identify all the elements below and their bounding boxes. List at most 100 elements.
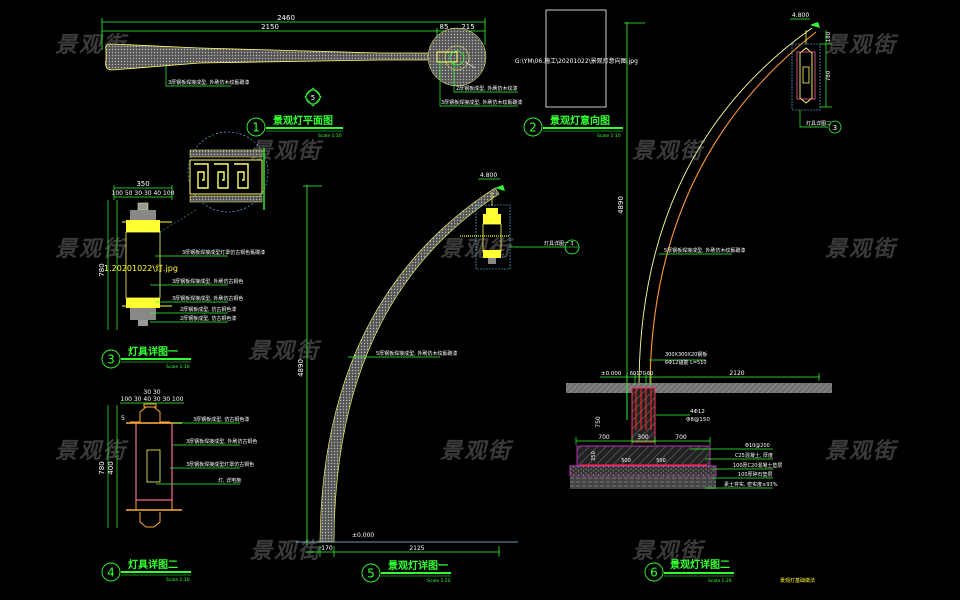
ground-hatch <box>566 383 832 393</box>
v4-note-1: 3厚钢板成型, 仿古铜色漆 <box>193 416 249 423</box>
watermark: 景观街 <box>440 237 514 262</box>
watermark: 景观街 <box>55 237 129 262</box>
v6-lamp-dim-1: 180 <box>826 31 832 42</box>
v4-dim-top-upper: 30 30 <box>143 389 160 396</box>
v5-dim-span: 2125 <box>409 545 424 552</box>
v4-note-4: 灯, 详电施 <box>218 477 241 484</box>
dim-arm: 2150 <box>261 23 279 31</box>
svg-text:Scale 1:20: Scale 1:20 <box>708 578 732 584</box>
v4-note-2: 3厚钢板焊接成型, 外刷仿古铜色 <box>186 438 257 445</box>
v6-base-dim-1: 60 <box>630 371 636 377</box>
svg-text:5: 5 <box>367 567 375 581</box>
image-path: G:\YM\06.施工\20201022\景观灯意向图.jpg <box>515 57 638 65</box>
view-6-title: 6 景观灯详图二 Scale 1:20 <box>644 558 734 584</box>
v3-note-5: 2厚钢板成型, 仿古铜色漆 <box>180 315 236 322</box>
view-1-title: 1 景观灯平面图 Scale 1:10 <box>246 114 343 139</box>
v3-image-path: 1.20201022\灯.jpg <box>104 263 178 273</box>
watermark: 景观街 <box>825 33 899 58</box>
svg-text:3: 3 <box>107 353 115 367</box>
v4-dim-side: 780 <box>98 461 106 474</box>
view-2-title: 2 景观灯意向图 Scale 1:10 <box>523 114 623 139</box>
v6-callout: 灯具详图二 <box>806 120 831 127</box>
watermark: 景观街 <box>632 539 706 564</box>
svg-text:Scale 1:20: Scale 1:20 <box>427 578 451 584</box>
svg-text:Scale 1:10: Scale 1:10 <box>166 577 190 583</box>
v6-footing-right: 700 <box>675 434 687 441</box>
pole-inner-edge <box>649 31 817 386</box>
view-3-lamp-detail-1: 350 100 50 30 30 40 100 780 1.20201022\灯… <box>98 131 269 370</box>
v6-callout-ref: 3 <box>833 124 837 132</box>
v6-rebar-2: Φ8@150 <box>686 417 710 423</box>
v5-dim-base: 170 <box>321 545 333 552</box>
v6-footer-note: 景观灯基础做法 <box>780 577 815 584</box>
v6-note: 5厚钢板焊接成型, 外刷仿木纹氟碳漆 <box>664 247 745 254</box>
concrete-cushion <box>569 465 717 477</box>
watermark: 景观街 <box>250 539 324 564</box>
pole-outer-edge <box>638 27 813 386</box>
watermark: 景观街 <box>825 237 899 262</box>
v3-dim-side: 780 <box>98 263 106 276</box>
pier <box>631 387 656 443</box>
v3-note-2: 3厚钢板焊接成型, 外刷仿古铜色 <box>172 278 243 285</box>
detail-magnifier <box>159 131 269 233</box>
v5-note: 5厚钢板焊接成型, 外刷仿木纹氟碳漆 <box>376 350 457 357</box>
watermark: 景观街 <box>825 439 899 464</box>
v6-rebar-1: 4Φ12 <box>690 409 705 415</box>
svg-text:景观灯详图一: 景观灯详图一 <box>388 559 448 572</box>
watermark: 景观街 <box>248 339 322 364</box>
v6-base-dim-4: 2120 <box>729 370 744 377</box>
svg-text:景观灯意向图: 景观灯意向图 <box>550 114 610 127</box>
view-4-title: 4 灯具详图二 Scale 1:10 <box>101 558 191 583</box>
dim-b: 215 <box>461 23 474 31</box>
v4-dim-mid: 400 <box>107 461 115 474</box>
v6-footing-mid: 300 <box>637 434 649 441</box>
v6-footing-depth: 750 <box>595 416 602 428</box>
svg-text:Scale 1:10: Scale 1:10 <box>166 364 190 370</box>
v6-layer-4: 100厚碎石垫层 <box>738 471 773 478</box>
view-2-intent: G:\YM\06.施工\20201022\景观灯意向图.jpg 2 景观灯意向图… <box>515 9 638 139</box>
view-6-pole-foundation: 4890 4.800 180 780 灯具详图二 3 5厚钢板焊接成型, 外刷仿… <box>566 12 842 584</box>
gravel-cushion <box>570 476 716 489</box>
v5-callout-ref: 3 <box>570 241 573 247</box>
v5-dim-height: 4890 <box>297 359 305 377</box>
v6-inner-left: 500 <box>621 458 631 464</box>
v6-layer-5: 素土夯实, 密实度≥93% <box>724 481 778 488</box>
section-mark: 5 <box>304 87 322 107</box>
v6-layer-2: C25混凝土, 厚度 <box>735 452 773 459</box>
v5-elev-top: 4.800 <box>480 172 497 179</box>
watermark: 景观街 <box>440 439 514 464</box>
v6-plate-note-1: 300X300X20钢板 <box>665 351 707 358</box>
v4-dim-top: 100 30 40 30 30 100 <box>121 396 184 403</box>
v6-footing-left: 700 <box>598 434 610 441</box>
svg-text:灯具详图二: 灯具详图二 <box>128 558 178 571</box>
v6-base-dim-2: 170 <box>636 371 646 377</box>
svg-text:Scale 1:10: Scale 1:10 <box>318 133 342 139</box>
v6-slab-depth: 250 <box>591 451 597 461</box>
v4-note-3: 3厚钢板焊接成型灯罩仿古铜色 <box>186 461 254 468</box>
v6-base-dim-3: 60 <box>647 371 653 377</box>
watermark: 景观街 <box>632 139 706 164</box>
v6-elev-top: 4.800 <box>792 12 809 19</box>
pole-shape <box>319 187 500 543</box>
watermark: 景观街 <box>55 439 129 464</box>
view-4-lamp-detail-2: 30 30 100 30 40 30 30 100 780 400 5 3厚钢板… <box>98 389 257 583</box>
view-3-title: 3 灯具详图一 Scale 1:10 <box>101 345 191 370</box>
svg-text:景观灯平面图: 景观灯平面图 <box>273 114 333 127</box>
v6-inner-right: 500 <box>656 458 666 464</box>
dim-total: 2460 <box>277 14 295 22</box>
arm-plan-shape <box>105 43 441 71</box>
svg-text:5: 5 <box>311 94 315 102</box>
v4-dim-small: 5 <box>121 415 125 422</box>
plan-note-1: 3厚钢板焊接成型, 外刷仿木纹氟碳漆 <box>168 79 249 86</box>
dim-a: 85 <box>440 23 449 31</box>
svg-text:2: 2 <box>529 121 537 135</box>
v3-dim-parts: 100 50 30 30 40 100 <box>112 190 175 197</box>
v6-lamp-dim-2: 780 <box>826 70 832 81</box>
image-placeholder-frame <box>545 9 607 108</box>
v3-note-4: 2厚钢板成型, 仿古铜色漆 <box>180 306 236 313</box>
v5-callout: 灯具详图一 <box>544 240 569 247</box>
v5-elev-ground: ±0.000 <box>352 532 374 539</box>
v6-elev-ground: ±0.000 <box>601 371 622 377</box>
v6-layer-3: 100厚C20混凝土垫层 <box>733 462 782 469</box>
